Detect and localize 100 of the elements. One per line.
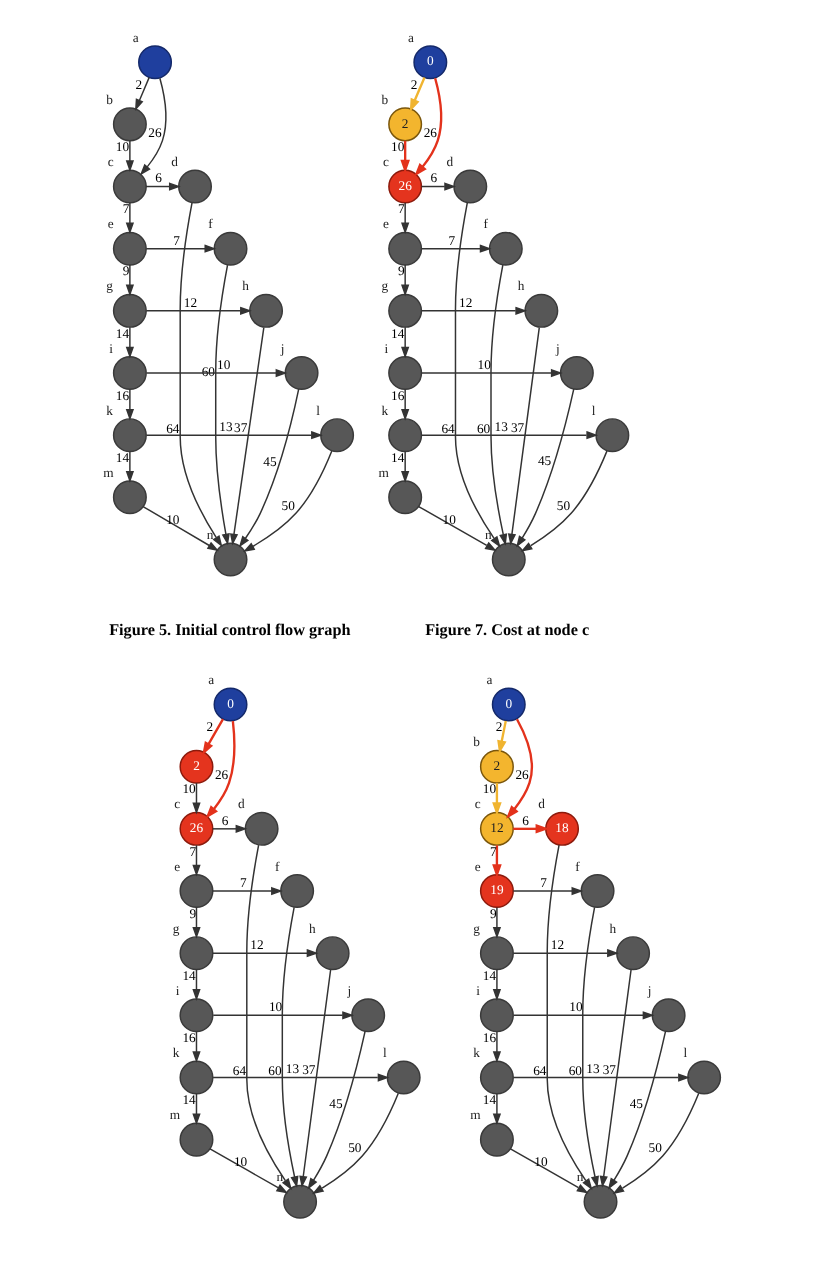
node-circle: [388, 418, 423, 453]
arrow: [492, 968, 502, 1001]
arrow: [215, 264, 230, 546]
arrow: [145, 244, 217, 253]
node-circle: [178, 169, 212, 204]
node-circle: [583, 1184, 618, 1219]
node-circle: [179, 936, 214, 971]
node-circle: [559, 356, 594, 390]
node-circle: [479, 998, 514, 1033]
node-circle: [179, 874, 214, 908]
node-circle: [388, 356, 423, 390]
node-circle: [213, 231, 248, 266]
node-circle: [491, 542, 526, 577]
node-circle: [524, 293, 559, 328]
arrow: [520, 450, 608, 552]
arrow: [612, 1092, 700, 1195]
arrow: [125, 388, 135, 421]
node-circle: [244, 811, 279, 846]
arrow: [192, 844, 201, 877]
arrow: [454, 202, 501, 548]
node-circle: [112, 107, 147, 142]
arrow: [192, 1093, 201, 1126]
node-circle: [284, 356, 319, 390]
arrow: [607, 1030, 667, 1190]
arrow: [202, 718, 224, 756]
arrow: [212, 1073, 390, 1082]
arrow: [125, 202, 135, 235]
arrow: [512, 1011, 655, 1020]
arrow: [229, 326, 265, 546]
arrow: [311, 1092, 400, 1195]
node-circle: [138, 45, 173, 80]
arrow: [509, 1148, 589, 1194]
arrow: [125, 264, 135, 297]
node-circle: [249, 293, 284, 328]
node-circle: [388, 231, 423, 266]
arrow: [192, 968, 201, 1001]
arrow: [135, 76, 150, 111]
arrow: [212, 1011, 355, 1020]
arrow: [582, 906, 599, 1189]
arrow: [145, 182, 181, 191]
node-circle: [388, 480, 423, 515]
arrow: [125, 450, 135, 483]
arrow: [409, 76, 426, 113]
arrow: [145, 306, 252, 315]
arrow: [490, 264, 508, 546]
node-circle: [651, 998, 686, 1033]
arrow: [420, 182, 457, 191]
node-circle: [112, 480, 147, 515]
arrow: [307, 1030, 366, 1190]
arrow: [400, 140, 410, 174]
node-circle: [580, 874, 615, 908]
arrow: [142, 506, 220, 552]
node-circle: [179, 1060, 214, 1095]
arrow: [125, 326, 135, 359]
node-circle: [479, 936, 514, 971]
node-circle: [179, 998, 214, 1033]
node-circle: [320, 418, 355, 453]
arrow: [205, 721, 236, 819]
arrow: [145, 431, 323, 440]
node-circle: [595, 418, 630, 453]
arrow: [192, 782, 201, 815]
node-circle: [213, 542, 248, 577]
arrow: [417, 505, 497, 552]
arrow: [401, 388, 410, 421]
arrow: [497, 720, 507, 754]
arrow: [212, 886, 283, 896]
arrow: [401, 264, 410, 297]
arrow: [420, 306, 528, 315]
arrow: [421, 368, 563, 378]
arrow: [145, 368, 288, 378]
label: Figure 5. Initial control flow graph: [109, 620, 351, 639]
arrow: [209, 1148, 289, 1194]
node-circle: [112, 231, 147, 266]
node-circle: [386, 1060, 421, 1095]
node-circle: [687, 1060, 722, 1095]
arrow: [546, 844, 593, 1191]
arrow: [238, 388, 300, 548]
node-circle: [112, 169, 147, 204]
node-circle: [112, 293, 147, 328]
arrow: [512, 886, 584, 896]
arrow: [492, 783, 502, 816]
arrow: [401, 202, 410, 235]
arrow: [516, 388, 575, 548]
arrow: [401, 450, 410, 483]
arrow: [492, 1031, 502, 1064]
arrow: [414, 77, 443, 177]
node-circle: [488, 231, 523, 266]
arrow: [599, 969, 632, 1188]
node-circle: [179, 1122, 214, 1157]
node-circle: [479, 1122, 514, 1157]
arrow: [507, 326, 540, 546]
arrow: [281, 906, 299, 1189]
node-circle: [616, 936, 651, 971]
arrow: [299, 969, 332, 1188]
node-circle: [280, 874, 315, 908]
arrow: [212, 824, 248, 833]
node-circle: [453, 169, 488, 204]
arrow: [512, 1073, 690, 1082]
arrow: [246, 844, 293, 1191]
arrow: [192, 906, 201, 939]
